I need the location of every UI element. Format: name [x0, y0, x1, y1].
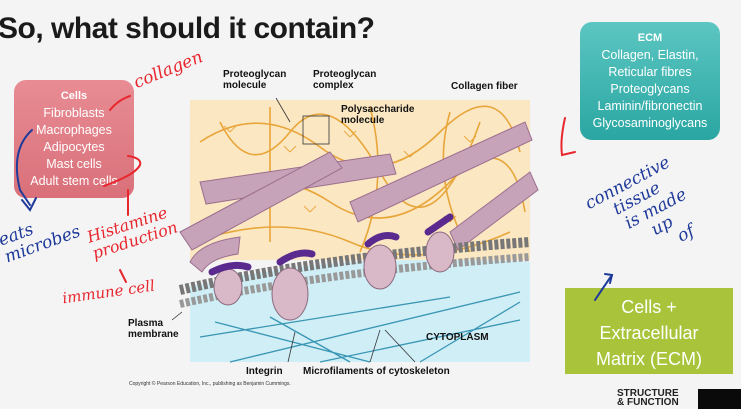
cells-item: Macrophages — [36, 123, 112, 137]
slide-title: So, what should it contain? — [0, 12, 375, 45]
cells-item: Fibroblasts — [43, 106, 105, 120]
structure-label: STRUCTURE — [617, 388, 679, 399]
summary-box: Cells + Extracellular Matrix (ECM) — [565, 288, 733, 374]
summary-line: Extracellular — [599, 323, 699, 343]
label-proteoglycan-molecule-2: molecule — [223, 80, 267, 91]
label-cytoplasm: CYTOPLASM — [426, 332, 489, 343]
footer-black-block — [698, 389, 741, 409]
label-plasma-membrane: Plasma — [128, 318, 164, 329]
cells-box: Cells Fibroblasts Macrophages Adipocytes… — [14, 80, 134, 198]
label-polysaccharide-2: molecule — [341, 115, 385, 126]
label-collagen-fiber: Collagen fiber — [451, 81, 518, 92]
label-integrin: Integrin — [246, 366, 283, 377]
cells-item: Adipocytes — [43, 140, 105, 154]
ecm-item: Laminin/fibronectin — [597, 99, 703, 113]
structure-function-label: STRUCTURE & FUNCTION — [617, 388, 679, 408]
label-plasma-membrane-2: membrane — [128, 329, 179, 340]
summary-line: Matrix (ECM) — [596, 349, 702, 369]
function-label: & FUNCTION — [617, 397, 679, 408]
cells-item: Mast cells — [46, 157, 102, 171]
ecm-box: ECM Collagen, Elastin, Reticular fibres … — [580, 22, 720, 140]
label-proteoglycan-complex: Proteoglycan — [313, 69, 377, 80]
ecm-item: Collagen, Elastin, — [601, 48, 699, 62]
summary-line: Cells + — [621, 297, 677, 317]
cells-header: Cells — [60, 90, 88, 102]
label-proteoglycan-molecule: Proteoglycan — [223, 69, 287, 80]
ecm-diagram: Proteoglycan molecule Proteoglycan compl… — [120, 62, 540, 382]
label-microfilaments: Microfilaments of cytoskeleton — [303, 366, 450, 377]
copyright-text: Copyright © Pearson Education, Inc., pub… — [129, 381, 291, 387]
ecm-item: Glycosaminoglycans — [592, 116, 708, 130]
label-polysaccharide: Polysaccharide — [341, 104, 415, 115]
ecm-item: Reticular fibres — [608, 65, 692, 79]
ecm-diagram-illustration — [171, 97, 539, 363]
ecm-item: Proteoglycans — [610, 82, 690, 96]
label-proteoglycan-complex-2: complex — [313, 80, 354, 91]
cells-item: Adult stem cells — [30, 174, 118, 188]
ecm-header: ECM — [637, 32, 663, 44]
